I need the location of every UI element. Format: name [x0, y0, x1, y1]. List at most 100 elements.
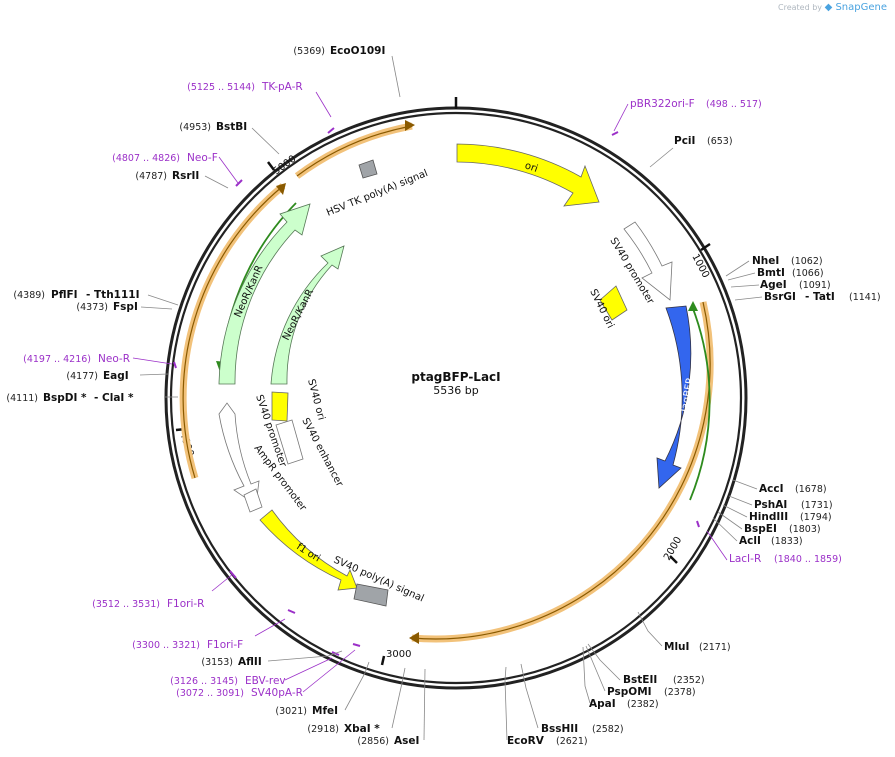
enzyme-name: HindIII — [749, 511, 788, 523]
enzyme-pos: (1678) — [795, 484, 827, 495]
primer-name: pBR322ori-F — [630, 98, 695, 110]
backbone-outer-ring — [164, 106, 748, 690]
primer-range: (5125 .. 5144) — [187, 82, 255, 93]
enzyme-name: BstEII — [623, 674, 657, 686]
enzyme-apai: ApaI (2382) — [589, 698, 659, 710]
tick-2000 — [669, 555, 678, 564]
enzyme-fspi: (4373)FspI — [76, 301, 137, 313]
tick-label-2000: 2000 — [662, 535, 684, 563]
enzyme-bstbi: (4953) BstBI — [179, 121, 247, 133]
enzyme-name: AflII — [238, 656, 262, 668]
primer-f1ori-f: (3300 .. 3321)F1ori-F — [132, 639, 243, 651]
ori-arrow — [456, 143, 600, 207]
feature-f1-ori: f1 ori — [259, 509, 358, 591]
feature-sv40-ori-left: SV40 ori — [271, 378, 327, 422]
enzyme-pos: (1794) — [800, 512, 832, 523]
primer-name: Neo-R — [98, 353, 130, 365]
enzyme-name: BspEI — [744, 523, 777, 535]
enzyme-pos: (2582) — [592, 724, 624, 735]
enzyme-name: BssHII — [541, 723, 578, 735]
primer-mark-laci-r — [696, 520, 700, 528]
enzyme-name: BstBI — [216, 121, 247, 133]
enzyme-labels: (5369)EcoO109I PciI(653) NheI(1062) BmtI… — [6, 45, 880, 747]
enzyme-pos: (2171) — [699, 642, 731, 653]
enzyme-mfei: (3021)MfeI — [275, 705, 338, 717]
leader-pcii — [649, 147, 674, 168]
tick-1000 — [700, 242, 711, 252]
primer-labels: (5125 .. 5144)TK-pA-R pBR322ori-F(498 ..… — [23, 81, 842, 699]
snapgene-logo: ◆ SnapGene — [824, 2, 887, 13]
primer-range: (4807 .. 4826) — [112, 153, 180, 164]
enzyme-rsrii: (4787) RsrII — [135, 170, 199, 182]
enzyme-pcii: PciI(653) — [674, 135, 733, 147]
enzyme-bsshii: BssHII (2582) — [541, 723, 624, 735]
primer-range: (3126 .. 3145) — [170, 676, 238, 687]
enzyme-suffix: - Tth111I — [86, 289, 140, 301]
enzyme-leaders — [139, 55, 763, 741]
leader-pspomi — [585, 645, 606, 692]
leader-rsrii — [204, 175, 229, 189]
enzyme-name: BmtI — [757, 267, 785, 279]
enzyme-pos: (4953) — [179, 122, 211, 133]
enzyme-pos: (2856) — [357, 736, 389, 747]
sv40-ori-left-label: SV40 ori — [305, 378, 327, 422]
leader-hindiii — [722, 504, 748, 518]
orf-laci — [409, 301, 714, 644]
leader-bsshii — [520, 663, 539, 729]
enzyme-name: BspDI * — [43, 392, 87, 404]
enzyme-pos: (2918) — [307, 724, 339, 735]
enzyme-pos: (2621) — [556, 736, 588, 747]
tagbfp-arrow — [656, 305, 692, 489]
neor-outer-arrow — [218, 203, 311, 385]
enzyme-pos: (4111) — [6, 393, 38, 404]
primer-name: EBV-rev — [245, 675, 286, 687]
enzyme-name: AgeI — [760, 279, 787, 291]
leader-pflfi — [147, 294, 179, 306]
orf-neor — [179, 120, 415, 480]
enzyme-pos: (1091) — [799, 280, 831, 291]
primer-name: SV40pA-R — [251, 687, 303, 699]
leader-fspi — [140, 306, 173, 310]
leader-agei — [730, 284, 760, 288]
sv40-ori-right-box — [599, 285, 628, 321]
leader-acli — [712, 517, 738, 542]
enzyme-pos: (4389) — [13, 290, 45, 301]
leader-laci-r — [706, 530, 728, 561]
enzyme-suffix: - TatI — [805, 291, 835, 303]
hsv-tk-polya-label: HSV TK poly(A) signal — [325, 168, 430, 219]
feature-neor-outer: NeoR/KanR — [218, 203, 311, 385]
primer-leaders — [132, 91, 728, 693]
enzyme-pos: (1731) — [801, 500, 833, 511]
leader-ebv-rev — [284, 657, 333, 681]
orf-tagbfp-arrowhead — [688, 301, 698, 311]
enzyme-name: ApaI — [589, 698, 616, 710]
enzyme-name: MfeI — [312, 705, 338, 717]
enzyme-name: BsrGI — [764, 291, 796, 303]
sv40-polya-box — [353, 583, 389, 607]
enzyme-nhei: NheI(1062) — [752, 255, 823, 267]
snapgene-credit: Created by ◆ SnapGene — [778, 2, 887, 13]
primer-name: F1ori-R — [167, 598, 204, 610]
enzyme-pos: (1141) — [849, 292, 881, 303]
leader-bspei — [717, 511, 743, 530]
tick-3000 — [380, 655, 386, 666]
orf-top-arrowhead — [405, 120, 415, 131]
ori-label: ori — [523, 160, 539, 175]
ampr-promoter-arrow — [243, 488, 263, 513]
enzyme-mlui: MluI(2171) — [664, 641, 731, 653]
enzyme-pos: (1066) — [792, 268, 824, 279]
enzyme-name: RsrII — [172, 170, 199, 182]
primer-mark-tk-pa-r — [327, 127, 335, 134]
enzyme-pos: (4787) — [135, 171, 167, 182]
feature-ori: ori — [456, 143, 600, 207]
orf-tagbfp-line — [689, 305, 711, 501]
primer-mark-sv40pa-r — [352, 643, 361, 647]
leader-sv40pa-r — [302, 649, 356, 693]
enzyme-name: PspOMI — [607, 686, 652, 698]
enzyme-pos: (653) — [707, 136, 733, 147]
enzyme-name: PflFI — [51, 289, 78, 301]
enzyme-pos: (2382) — [627, 699, 659, 710]
enzyme-hindiii: HindIII (1794) — [749, 511, 832, 523]
primer-neo-r: (4197 .. 4216)Neo-R — [23, 353, 130, 365]
enzyme-pshai: PshAI(1731) — [754, 499, 833, 511]
